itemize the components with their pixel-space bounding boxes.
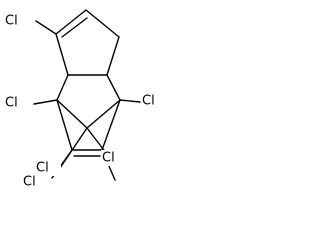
bond-c6-bridge [56,99,88,129]
structure-diagram: Cl Cl Cl Cl Cl Cl [4,9,169,190]
atom-label-cl-top-left: Cl [5,14,18,29]
bond-c4-c7 [106,74,121,101]
atom-label-cl-left: Cl [5,96,18,111]
bond-c2-c3 [85,9,120,38]
bond-c1-c2 [55,9,87,35]
atom-label-cl-right: Cl [142,94,155,109]
bond-c1-cl [35,20,57,35]
bond-c1-c2-double [61,17,88,38]
bond-c7-bridge [86,99,121,129]
bond-c6-cl [33,99,58,105]
atom-label-cl-bottom-2: Cl [36,161,49,176]
bond-c6-c8 [56,99,73,151]
bond-c7-cl [119,99,141,103]
bond-c5-c6 [56,74,69,101]
bond-c3-c4 [106,36,120,76]
bond-c1-c5 [55,33,69,76]
atom-labels: Cl Cl Cl Cl Cl Cl [4,13,169,190]
bond-c7-c9 [101,99,121,151]
atom-label-cl-bottom-3: Cl [23,175,36,190]
cyclopentene-ring [55,9,120,76]
atom-label-cl-bottom-1: Cl [102,151,115,166]
